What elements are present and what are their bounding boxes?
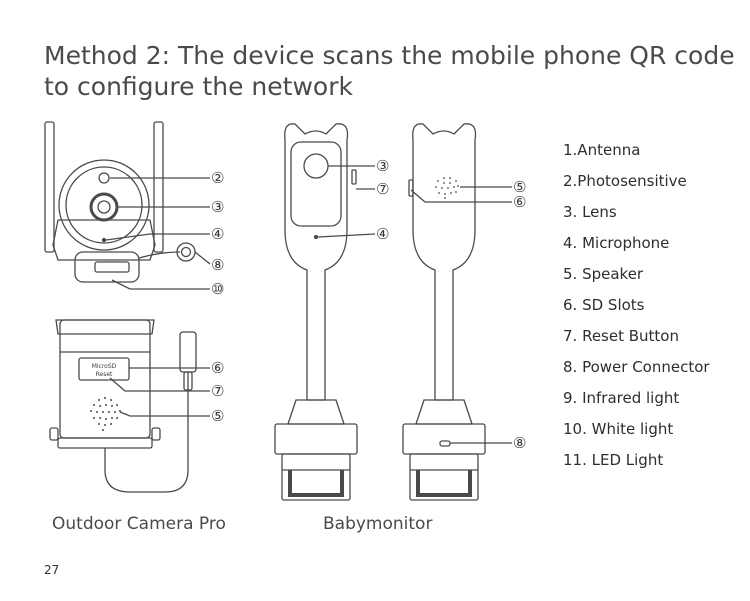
baby-front-lens [303, 153, 329, 179]
baby-front-head [284, 123, 349, 401]
camera-bracket [52, 219, 156, 261]
parts-legend: 1.Antenna 2.Photosensitive 3. Lens 4. Micro… [563, 140, 710, 481]
legend-item: 10. White light [563, 420, 674, 438]
callout-8-outdoor: ⑧ [211, 256, 224, 274]
caption-babymonitor: Babymonitor [323, 514, 433, 534]
legend-item: 1.Antenna [563, 141, 641, 159]
antenna-right [153, 121, 164, 253]
callout-4-outdoor: ④ [211, 225, 224, 243]
baby-front-panel [290, 141, 342, 227]
callout-4-baby: ④ [376, 225, 389, 243]
reset-label: Reset [96, 371, 113, 378]
callout-10-outdoor: ⑩ [211, 280, 224, 298]
babymonitor-front [274, 123, 376, 501]
legend-item: 3. Lens [563, 203, 617, 221]
page-title: Method 2: The device scans the mobile ph… [44, 40, 735, 102]
camera-base [74, 251, 140, 283]
babymonitor-back [402, 123, 512, 501]
outdoor-camera-front [44, 121, 211, 290]
callout-7-outdoor: ⑦ [211, 382, 224, 400]
callout-6-baby: ⑥ [513, 193, 526, 211]
white-light-panel [94, 261, 130, 273]
lens-outer [89, 192, 119, 222]
legend-item: 11. LED Light [563, 451, 664, 469]
microsd-label: MicroSD [92, 363, 117, 370]
power-plug-inner [180, 246, 192, 258]
legend-item: 6. SD Slots [563, 296, 645, 314]
callout-5-baby: ⑤ [513, 178, 526, 196]
legend-item: 9. Infrared light [563, 389, 680, 407]
legend-item: 7. Reset Button [563, 327, 679, 345]
callout-6-outdoor: ⑥ [211, 359, 224, 377]
lens-inner [97, 200, 111, 214]
antenna-left [44, 121, 55, 253]
camera-body [58, 159, 150, 251]
photosensitive-sensor [98, 172, 110, 184]
sd-slot-plate [78, 357, 130, 381]
camera-face [65, 166, 143, 244]
caption-outdoor-camera: Outdoor Camera Pro [52, 514, 226, 534]
baby-speaker-grille [435, 177, 459, 199]
callout-7-baby: ⑦ [376, 180, 389, 198]
speaker-grille [90, 397, 121, 431]
title-line-1: Method 2: The device scans the mobile ph… [44, 41, 735, 70]
page-number: 27 [44, 563, 60, 577]
callout-8-baby: ⑧ [513, 434, 526, 452]
callout-3-outdoor: ③ [211, 198, 224, 216]
title-line-2: to configure the network [44, 72, 353, 101]
legend-item: 4. Microphone [563, 234, 670, 252]
callout-5-outdoor: ⑤ [211, 407, 224, 425]
power-cable [138, 251, 181, 259]
callout-3-baby: ③ [376, 157, 389, 175]
legend-item: 2.Photosensitive [563, 172, 687, 190]
outdoor-camera-back [49, 319, 210, 493]
callout-2-outdoor: ② [211, 169, 224, 187]
legend-item: 8. Power Connector [563, 358, 710, 376]
baby-back-head [412, 123, 477, 401]
legend-item: 5. Speaker [563, 265, 644, 283]
microphone-dot [101, 237, 107, 243]
